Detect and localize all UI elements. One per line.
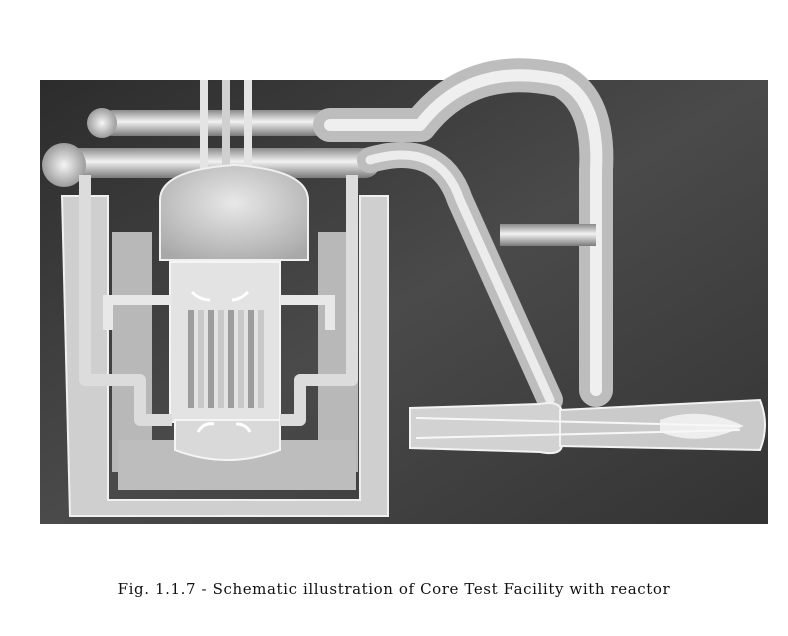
cross-connector	[500, 224, 596, 246]
turbine-nozzle	[660, 413, 744, 439]
reactor-head	[159, 163, 309, 261]
cold-leg-pipe-highlight	[365, 150, 555, 405]
vessel-bottom	[174, 419, 281, 461]
primary-loop-left	[79, 175, 172, 426]
drive-rod-1	[200, 80, 208, 200]
curved-arrow	[235, 422, 252, 433]
core-test-facility-diagram	[40, 58, 768, 524]
inner-loop-left	[103, 295, 172, 330]
upper-transfer-pipe	[100, 110, 340, 136]
test-section	[409, 398, 766, 455]
core-fuel-elements	[188, 310, 264, 408]
inner-loop-right	[280, 295, 335, 330]
flow-arrows	[190, 290, 252, 433]
curved-arrow	[196, 422, 215, 433]
curved-arrow	[190, 290, 211, 302]
primary-loop-right	[280, 175, 358, 426]
pipe-elbow-left-lower	[42, 143, 86, 187]
lower-transfer-pipe	[60, 148, 380, 178]
drive-rod-2	[222, 80, 230, 200]
hot-leg-pipe-highlight	[324, 69, 603, 396]
drive-rod-3	[244, 80, 252, 200]
curved-arrow	[231, 290, 250, 302]
figure-caption: Fig. 1.1.7 - Schematic illustration of C…	[117, 580, 671, 598]
pipe-elbow-left-upper	[87, 108, 117, 138]
inner-shield-left	[112, 232, 152, 472]
